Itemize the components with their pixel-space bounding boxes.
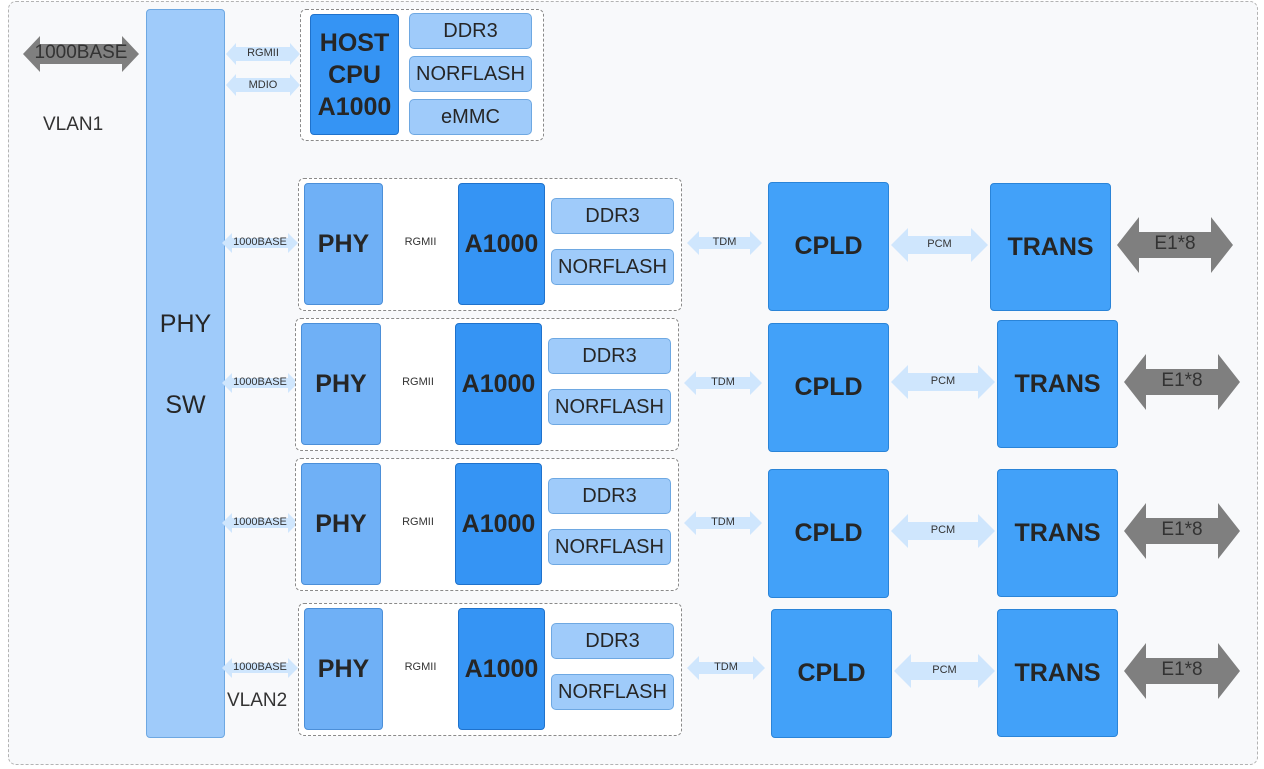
- trans-block: TRANS: [990, 183, 1111, 311]
- vlan1-label: VLAN1: [43, 114, 104, 135]
- link-label: 1000BASE: [233, 516, 287, 528]
- host-emmc-block: eMMC: [409, 99, 532, 135]
- pcm-label: PCM: [930, 375, 956, 387]
- port-label: 1000BASE: [34, 42, 128, 63]
- phy-switch-line2: SW: [165, 391, 206, 419]
- phy-block: PHY: [304, 183, 383, 305]
- phy-block: PHY: [301, 323, 381, 445]
- link-label: 1000BASE: [233, 236, 287, 248]
- host-norflash-block: NORFLASH: [409, 56, 532, 92]
- pcm-label: PCM: [927, 238, 952, 250]
- norflash-block: NORFLASH: [548, 529, 671, 565]
- tdm-label: TDM: [714, 661, 738, 673]
- host-ddr3-block: DDR3: [409, 13, 532, 49]
- norflash-block: NORFLASH: [548, 389, 671, 425]
- ddr3-block: DDR3: [551, 198, 674, 234]
- cpld-block: CPLD: [768, 323, 889, 452]
- phy-switch-block: PHY SW: [146, 9, 225, 738]
- rgmii-label: RGMII: [404, 661, 437, 673]
- norflash-block: NORFLASH: [551, 674, 674, 710]
- ddr3-block: DDR3: [551, 623, 674, 659]
- cpld-block: CPLD: [768, 182, 889, 311]
- soc-block: A1000: [455, 323, 542, 445]
- rgmii-label: RGMII: [402, 376, 434, 388]
- pcm-label: PCM: [932, 664, 957, 676]
- norflash-block: NORFLASH: [551, 249, 674, 285]
- e1-label: E1*8: [1154, 233, 1196, 254]
- link-label: 1000BASE: [233, 376, 287, 388]
- host-cpu-line3: A1000: [317, 92, 392, 121]
- tdm-label: TDM: [712, 236, 737, 248]
- cpld-block: CPLD: [771, 609, 892, 738]
- link-label: 1000BASE: [233, 661, 287, 673]
- ddr3-block: DDR3: [548, 478, 671, 514]
- cpld-block: CPLD: [768, 469, 889, 598]
- soc-block: A1000: [455, 463, 542, 585]
- tdm-label: TDM: [711, 516, 735, 528]
- soc-block: A1000: [458, 183, 545, 305]
- phy-switch-line1: PHY: [159, 310, 212, 338]
- host-cpu-line2: CPU: [328, 60, 381, 89]
- ddr3-block: DDR3: [548, 338, 671, 374]
- vlan2-label: VLAN2: [227, 690, 288, 711]
- host-cpu-line1: HOST: [319, 28, 390, 57]
- phy-block: PHY: [304, 608, 383, 730]
- tdm-label: TDM: [711, 376, 735, 388]
- trans-block: TRANS: [997, 469, 1118, 597]
- e1-label: E1*8: [1161, 370, 1203, 391]
- trans-block: TRANS: [997, 609, 1118, 737]
- rgmii-label: RGMII: [402, 516, 434, 528]
- host-cpu-block: HOST CPU A1000: [310, 14, 399, 135]
- phy-block: PHY: [301, 463, 381, 585]
- pcm-label: PCM: [930, 524, 956, 536]
- e1-label: E1*8: [1161, 519, 1203, 540]
- host-link2-label: MDIO: [248, 79, 278, 91]
- host-link1-label: RGMII: [247, 47, 279, 59]
- trans-block: TRANS: [997, 320, 1118, 448]
- e1-label: E1*8: [1161, 659, 1203, 680]
- soc-block: A1000: [458, 608, 545, 730]
- rgmii-label: RGMII: [404, 236, 437, 248]
